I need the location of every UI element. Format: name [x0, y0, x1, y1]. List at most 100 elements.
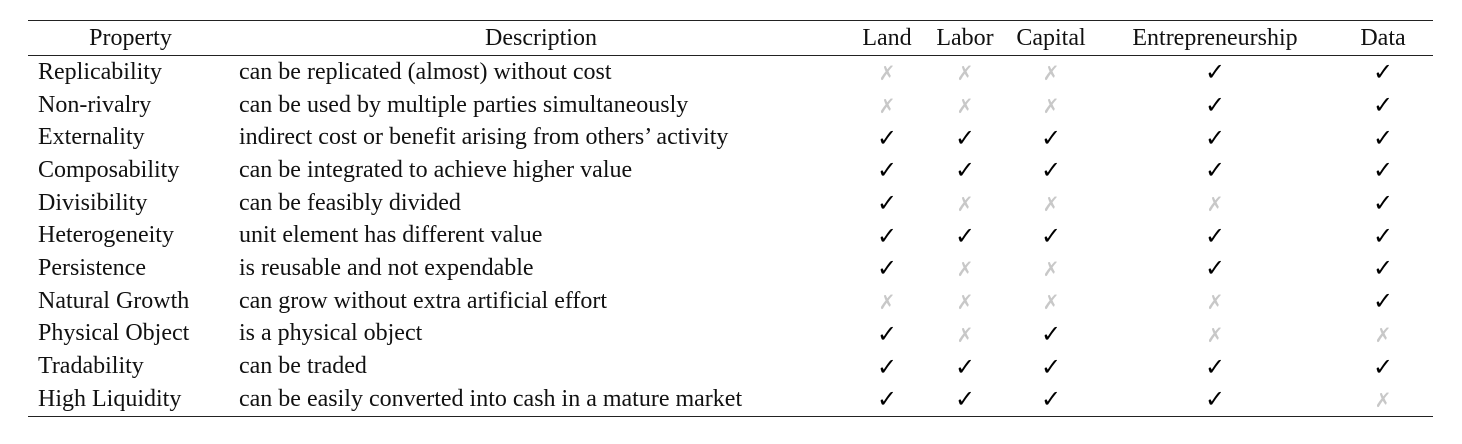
entrepreneurship-cell: ✓	[1097, 219, 1333, 252]
capital-cell: ✓	[1005, 154, 1097, 187]
check-icon: ✓	[876, 189, 898, 218]
table-row: Non-rivalry can be used by multiple parti…	[28, 89, 1433, 122]
check-icon: ✓	[1372, 221, 1394, 250]
check-icon: ✓	[1204, 254, 1226, 283]
capital-cell: ✗	[1005, 89, 1097, 122]
check-icon: ✓	[1040, 352, 1062, 381]
cross-icon: ✗	[1206, 290, 1224, 315]
capital-cell: ✓	[1005, 318, 1097, 351]
table-row: Externality indirect cost or benefit aris…	[28, 121, 1433, 154]
check-icon: ✓	[876, 123, 898, 152]
data-cell: ✓	[1333, 56, 1433, 89]
check-icon: ✓	[1372, 58, 1394, 87]
cross-icon: ✗	[956, 61, 974, 86]
entrepreneurship-cell: ✗	[1097, 187, 1333, 220]
data-cell: ✗	[1333, 318, 1433, 351]
cross-icon: ✗	[956, 257, 974, 282]
cross-icon: ✗	[1042, 94, 1060, 119]
check-icon: ✓	[1040, 319, 1062, 348]
land-cell: ✓	[849, 154, 925, 187]
labor-cell: ✓	[925, 383, 1005, 416]
check-icon: ✓	[876, 352, 898, 381]
description-cell: can be replicated (almost) without cost	[239, 58, 612, 85]
description-cell: can be used by multiple parties simultan…	[239, 91, 689, 118]
labor-cell: ✗	[925, 252, 1005, 285]
comparison-table: Property Description Land Labor Capital …	[28, 20, 1433, 417]
check-icon: ✓	[1040, 221, 1062, 250]
check-icon: ✓	[876, 221, 898, 250]
data-cell: ✗	[1333, 383, 1433, 416]
entrepreneurship-cell: ✗	[1097, 285, 1333, 318]
cross-icon: ✗	[1374, 322, 1392, 347]
labor-cell: ✗	[925, 285, 1005, 318]
cross-icon: ✗	[878, 94, 896, 119]
data-cell: ✓	[1333, 121, 1433, 154]
table-body: Replicability can be replicated (almost) …	[28, 56, 1433, 417]
property-cell: Composability	[38, 156, 180, 183]
data-cell: ✓	[1333, 252, 1433, 285]
property-cell: Heterogeneity	[38, 222, 174, 249]
description-cell: can grow without extra artificial effort	[239, 287, 608, 314]
labor-cell: ✓	[925, 350, 1005, 383]
property-cell: Replicability	[38, 58, 162, 85]
check-icon: ✓	[1372, 254, 1394, 283]
check-icon: ✓	[1204, 385, 1226, 414]
cross-icon: ✗	[1042, 290, 1060, 315]
land-cell: ✓	[849, 121, 925, 154]
table-row: Composability can be integrated to achiev…	[28, 154, 1433, 187]
header-labor: Labor	[936, 24, 994, 51]
check-icon: ✓	[1372, 123, 1394, 152]
property-cell: Non-rivalry	[38, 91, 152, 118]
check-icon: ✓	[1204, 58, 1226, 87]
check-icon: ✓	[1204, 156, 1226, 185]
land-cell: ✓	[849, 187, 925, 220]
check-icon: ✓	[876, 319, 898, 348]
data-cell: ✓	[1333, 350, 1433, 383]
capital-cell: ✓	[1005, 219, 1097, 252]
table-row: Replicability can be replicated (almost) …	[28, 56, 1433, 89]
cross-icon: ✗	[956, 290, 974, 315]
land-cell: ✗	[849, 285, 925, 318]
check-icon: ✓	[1372, 189, 1394, 218]
description-cell: indirect cost or benefit arising from ot…	[239, 124, 729, 151]
capital-cell: ✗	[1005, 252, 1097, 285]
land-cell: ✓	[849, 219, 925, 252]
check-icon: ✓	[954, 352, 976, 381]
data-cell: ✓	[1333, 285, 1433, 318]
check-icon: ✓	[954, 221, 976, 250]
land-cell: ✓	[849, 252, 925, 285]
land-cell: ✓	[849, 318, 925, 351]
check-icon: ✓	[954, 123, 976, 152]
cross-icon: ✗	[1042, 192, 1060, 217]
property-cell: Externality	[38, 124, 145, 151]
description-cell: can be integrated to achieve higher valu…	[239, 156, 633, 183]
entrepreneurship-cell: ✓	[1097, 383, 1333, 416]
capital-cell: ✓	[1005, 383, 1097, 416]
cross-icon: ✗	[956, 192, 974, 217]
property-cell: Physical Object	[38, 320, 190, 347]
check-icon: ✓	[1204, 221, 1226, 250]
labor-cell: ✗	[925, 318, 1005, 351]
header-capital: Capital	[1016, 24, 1086, 51]
cross-icon: ✗	[878, 61, 896, 86]
capital-cell: ✗	[1005, 187, 1097, 220]
entrepreneurship-cell: ✓	[1097, 89, 1333, 122]
comparison-table-container: Property Description Land Labor Capital …	[28, 20, 1433, 417]
entrepreneurship-cell: ✗	[1097, 318, 1333, 351]
entrepreneurship-cell: ✓	[1097, 350, 1333, 383]
check-icon: ✓	[876, 385, 898, 414]
cross-icon: ✗	[878, 290, 896, 315]
header-entrepreneurship: Entrepreneurship	[1132, 24, 1298, 51]
check-icon: ✓	[876, 254, 898, 283]
labor-cell: ✗	[925, 89, 1005, 122]
entrepreneurship-cell: ✓	[1097, 121, 1333, 154]
check-icon: ✓	[1372, 352, 1394, 381]
property-cell: Persistence	[38, 254, 146, 281]
capital-cell: ✗	[1005, 285, 1097, 318]
check-icon: ✓	[954, 156, 976, 185]
property-cell: Tradability	[38, 353, 144, 380]
